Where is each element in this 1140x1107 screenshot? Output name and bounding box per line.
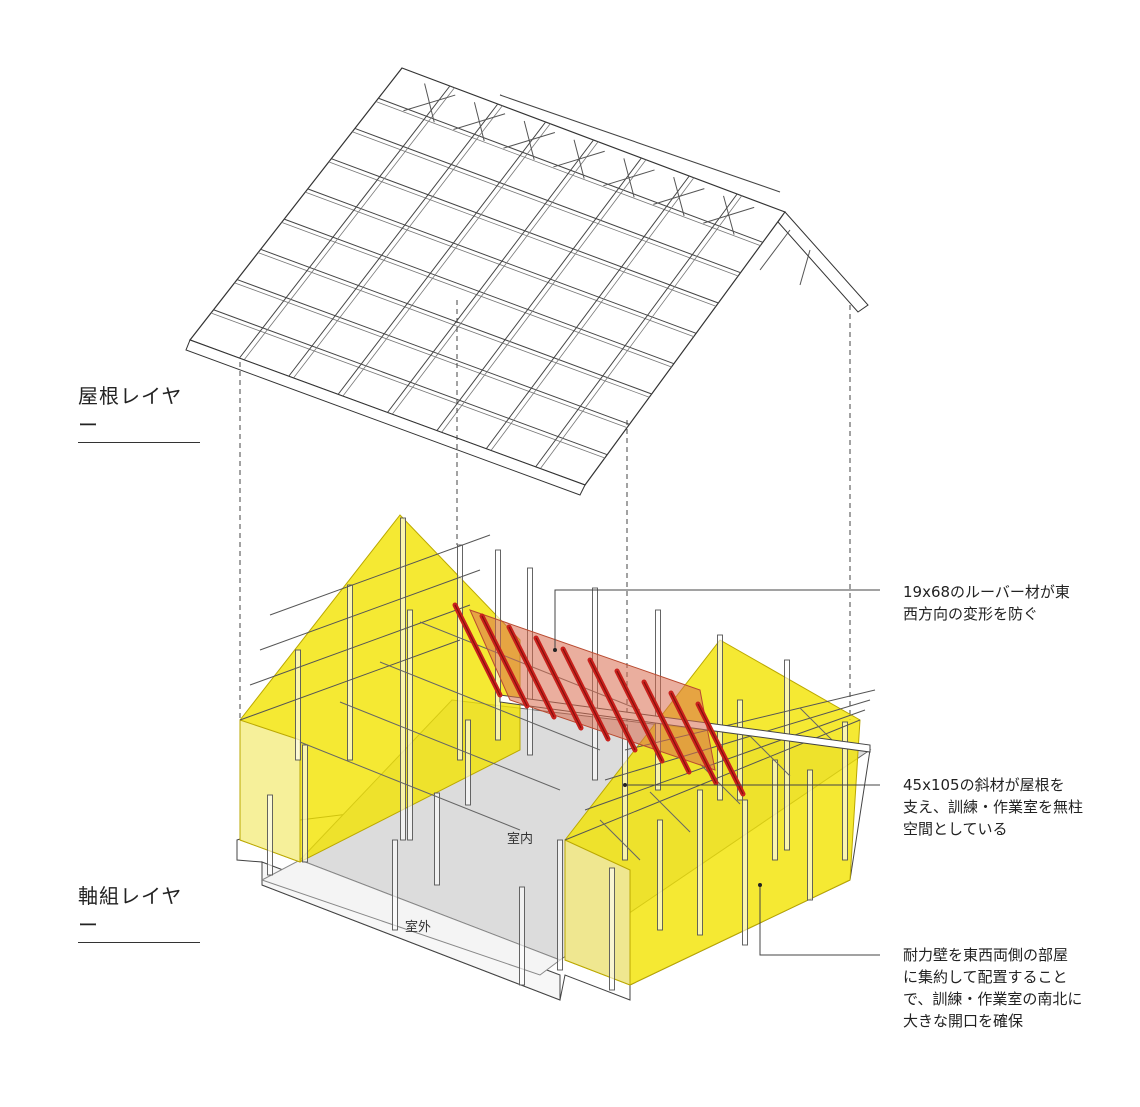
roof-brace (603, 169, 655, 187)
roof-rafter (535, 193, 738, 468)
annotation-line: 大きな開口を確保 (903, 1012, 1024, 1030)
post (657, 819, 663, 931)
frame-layer-label: 軸組レイヤー (78, 880, 200, 943)
beam (259, 569, 481, 651)
roof-brace (453, 113, 506, 130)
beam (249, 604, 471, 686)
leader-dot (553, 648, 557, 652)
beam (599, 819, 641, 861)
leader-louver (554, 589, 880, 650)
leader-shear-wall (759, 885, 880, 956)
diagonal-brace-edge (697, 703, 744, 795)
post (842, 721, 848, 861)
beam (339, 701, 561, 791)
diagonal-brace-edge (562, 648, 609, 740)
post (347, 584, 353, 761)
beam (749, 735, 791, 777)
diagonal-brace-edge (481, 615, 528, 707)
post (807, 769, 813, 901)
roof-brace (503, 132, 556, 149)
post (772, 759, 778, 861)
post (737, 699, 743, 801)
annotation-line: に集約して配置すること (903, 968, 1068, 986)
diagonal-brace-edge (616, 670, 663, 762)
diagonal-brace-edge (589, 659, 636, 751)
beam (379, 661, 601, 751)
post (302, 744, 308, 863)
annotation-louver: 19x68のルーバー材が東西方向の変形を防ぐ (903, 581, 1070, 625)
roof-rafter-edge (540, 195, 743, 469)
post (742, 799, 748, 946)
annotation-line: で、訓練・作業室の南北に (903, 990, 1083, 1008)
annotation-line: 耐力壁を東西両側の部屋 (903, 946, 1069, 964)
roof-rafter-edge (342, 123, 551, 397)
annotation-brace: 45x105の斜材が屋根を支え、訓練・作業室を無柱空間としている (903, 774, 1083, 840)
annotation-shear-wall: 耐力壁を東西両側の部屋に集約して配置することで、訓練・作業室の南北に大きな開口を… (903, 944, 1082, 1032)
roof-eave (185, 339, 586, 496)
roof-layer-drawing (185, 67, 869, 496)
leader-dot (758, 883, 762, 887)
leader-dot (623, 783, 627, 787)
roof-rafter-edge (243, 87, 455, 361)
annotation-line: 19x68のルーバー材が東 (903, 583, 1070, 601)
roof-brace (653, 188, 705, 205)
annotation-line: 空間としている (903, 820, 1008, 838)
annotation-line: 支え、訓練・作業室を無柱 (903, 798, 1084, 816)
louver-band (469, 609, 716, 771)
frame-layer-drawing (236, 514, 876, 1001)
roof-gable (777, 211, 869, 313)
post (400, 517, 406, 841)
roof-brace (553, 150, 605, 168)
beam (604, 699, 871, 781)
post (392, 839, 398, 931)
post (519, 886, 525, 986)
post (457, 544, 463, 761)
gable-member (759, 229, 791, 271)
beam (239, 639, 461, 721)
roof-brace (703, 206, 755, 224)
roof-rafter-edge (441, 159, 647, 433)
post (697, 789, 703, 936)
diagonal-brace-edge (670, 692, 717, 784)
roof-rafter-edge (391, 141, 599, 415)
post (557, 839, 563, 971)
diagonal-brace-edge (643, 681, 690, 773)
beam (649, 791, 691, 833)
roof-rafter (387, 139, 594, 413)
roof-outline (189, 67, 786, 486)
outdoor-label: 室外 (405, 920, 432, 935)
ridge-board (499, 94, 781, 193)
post (267, 794, 273, 876)
indoor-label: 室内 (507, 832, 534, 847)
post (465, 719, 471, 806)
roof-rafter (485, 175, 690, 450)
west-wall-side (239, 719, 301, 863)
gable-member (799, 249, 811, 286)
post (407, 609, 413, 841)
annotation-leaders (553, 589, 880, 956)
beam (299, 741, 521, 831)
roof-brace (403, 94, 456, 112)
post (434, 792, 440, 886)
diagonal-brace-edge (535, 637, 582, 729)
post (609, 867, 615, 991)
diagonal-brace-edge (508, 626, 555, 718)
roof-rafter (238, 85, 451, 359)
roof-rafter-edge (490, 177, 695, 451)
beam (269, 534, 491, 616)
roof-layer-label: 屋根レイヤー (78, 380, 200, 443)
post (622, 724, 628, 861)
annotation-line: 西方向の変形を防ぐ (903, 605, 1039, 623)
diagonal-brace-edge (454, 604, 501, 696)
roof-rafter (288, 103, 499, 377)
roof-rafter-edge (293, 105, 503, 379)
beam (699, 763, 741, 805)
roof-rafter (337, 121, 547, 395)
post (717, 634, 723, 801)
roof-rafter (436, 157, 642, 431)
post (784, 659, 790, 851)
annotation-line: 45x105の斜材が屋根を (903, 776, 1065, 794)
post (295, 649, 301, 761)
